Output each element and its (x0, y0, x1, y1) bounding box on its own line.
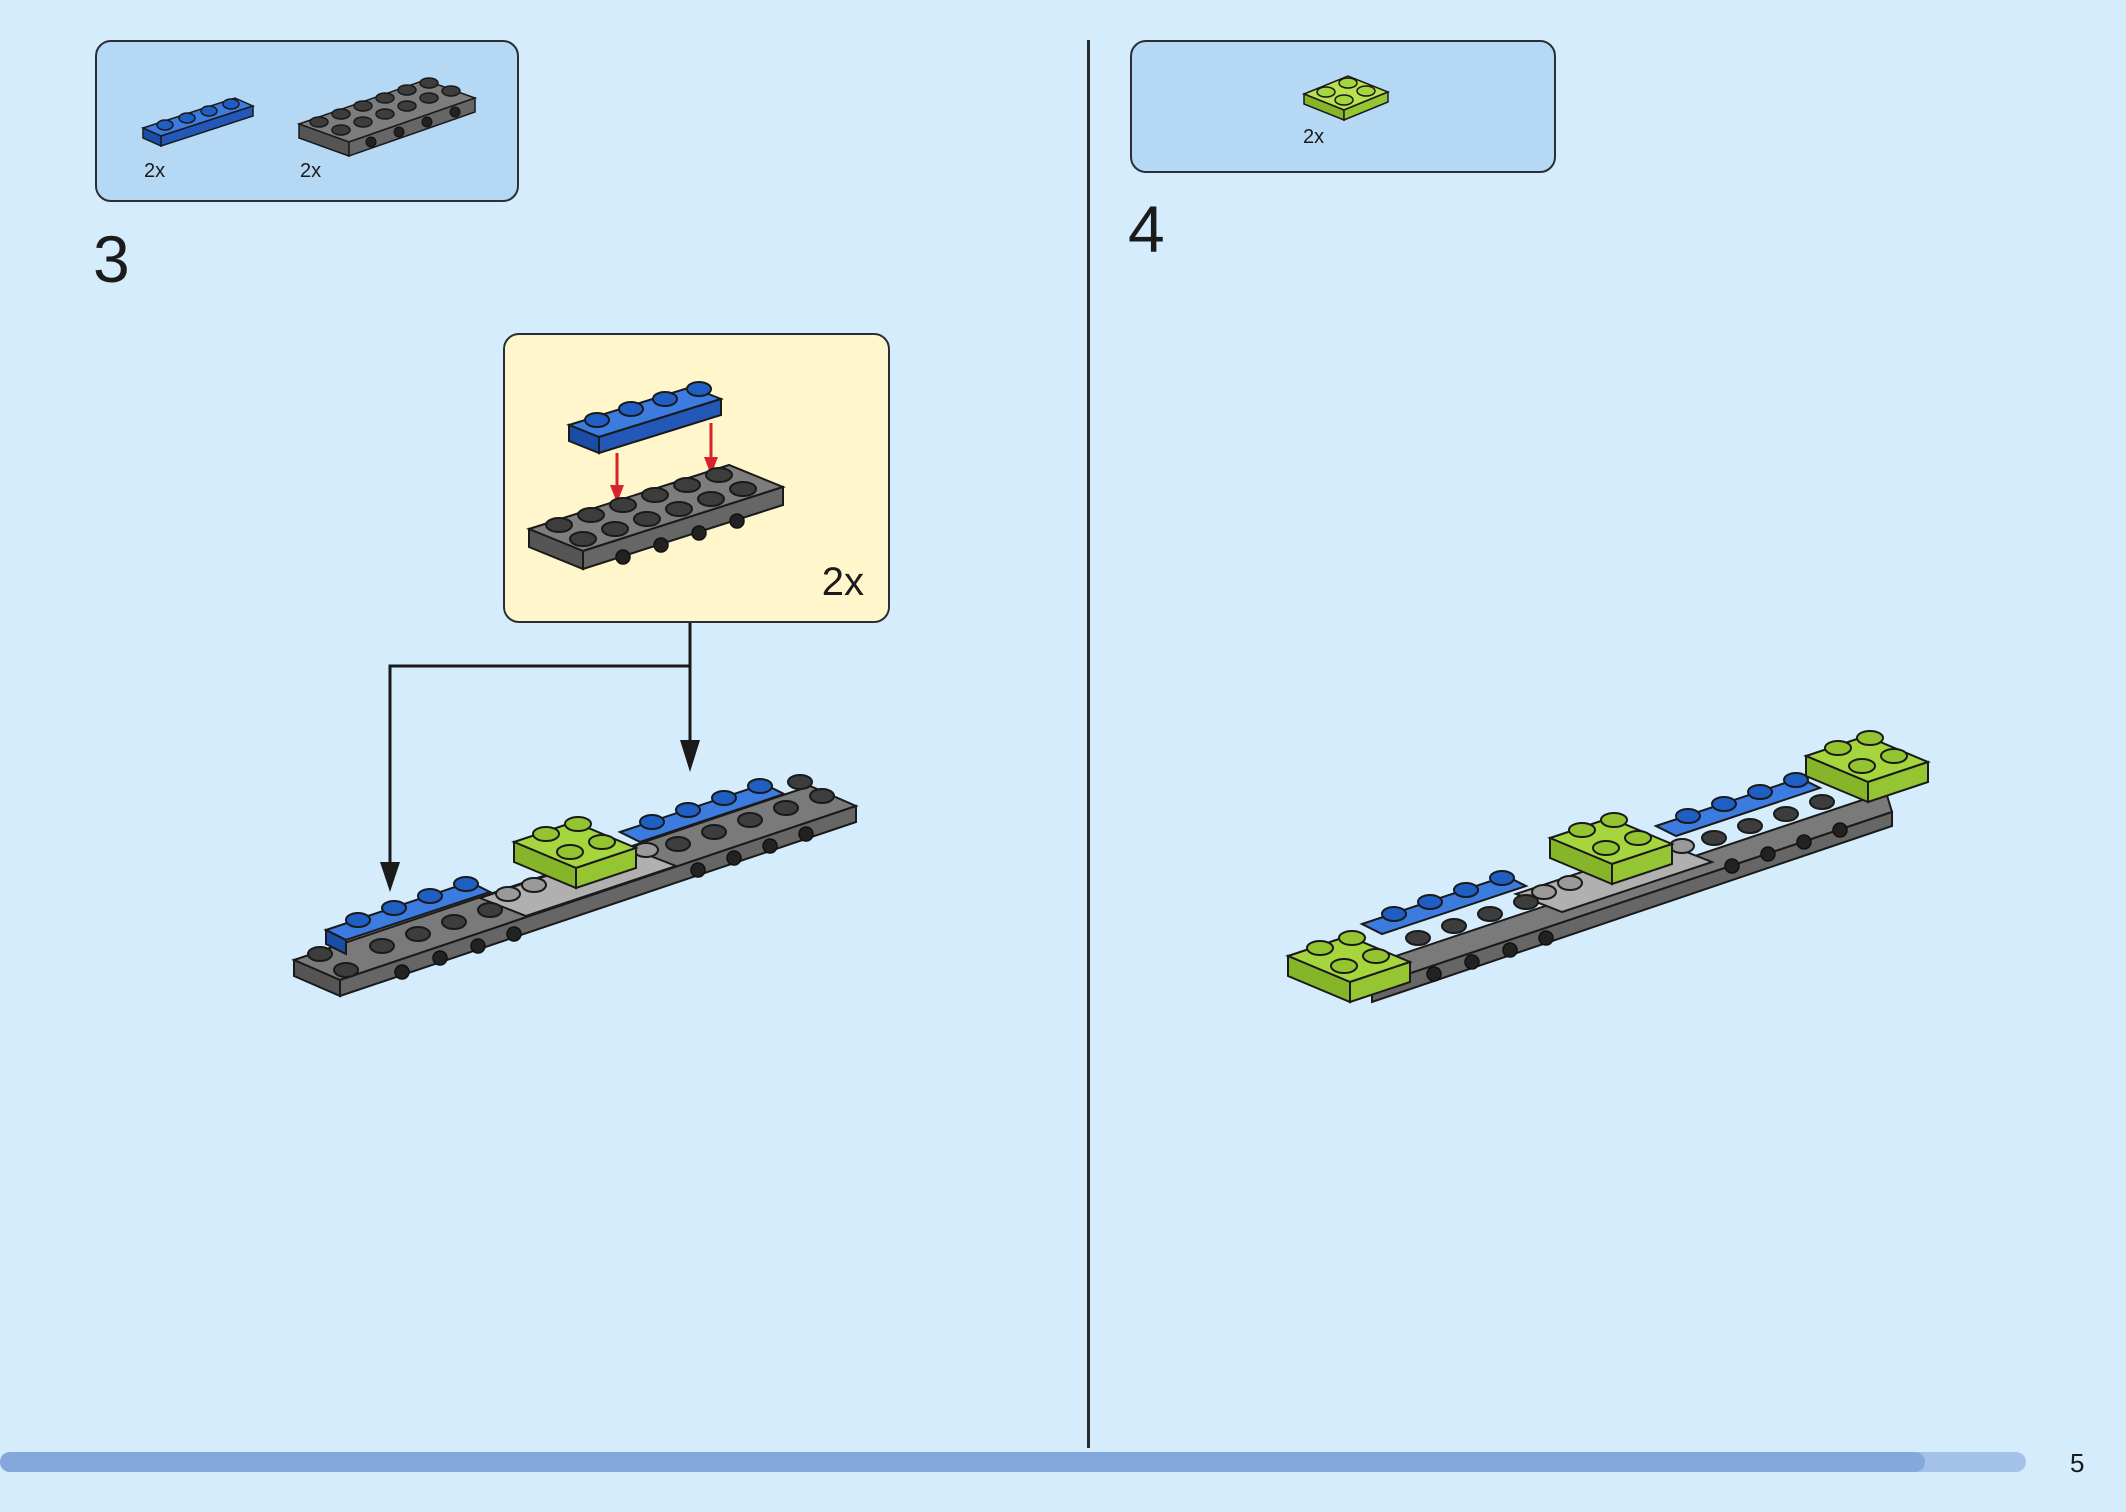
step-number: 4 (1128, 192, 1165, 266)
step-4-model-illustration (1285, 730, 1931, 1004)
sub-assembly-callout: 2x (503, 333, 890, 623)
page-number: 5 (2070, 1448, 2085, 1478)
page-divider (1087, 40, 1090, 1448)
step-number: 3 (93, 222, 130, 296)
blue-1x4-plate-icon (140, 97, 256, 148)
step-3-parts-box: 2x (95, 40, 519, 202)
sub-assembly-illustration (526, 381, 786, 571)
part-quantity: 2x (300, 160, 322, 182)
progress-bar-fill (0, 1452, 1925, 1472)
part-quantity: 2x (144, 160, 166, 182)
callout-quantity: 2x (821, 560, 864, 604)
grey-2x6-plate-icon (296, 77, 478, 158)
part-quantity: 2x (1303, 126, 1325, 148)
lime-2x2-plate-icon (1302, 75, 1390, 122)
progress-bar (0, 1452, 2026, 1472)
step-4-parts-box: 2x (1130, 40, 1556, 173)
step-3-model-illustration (291, 774, 859, 998)
